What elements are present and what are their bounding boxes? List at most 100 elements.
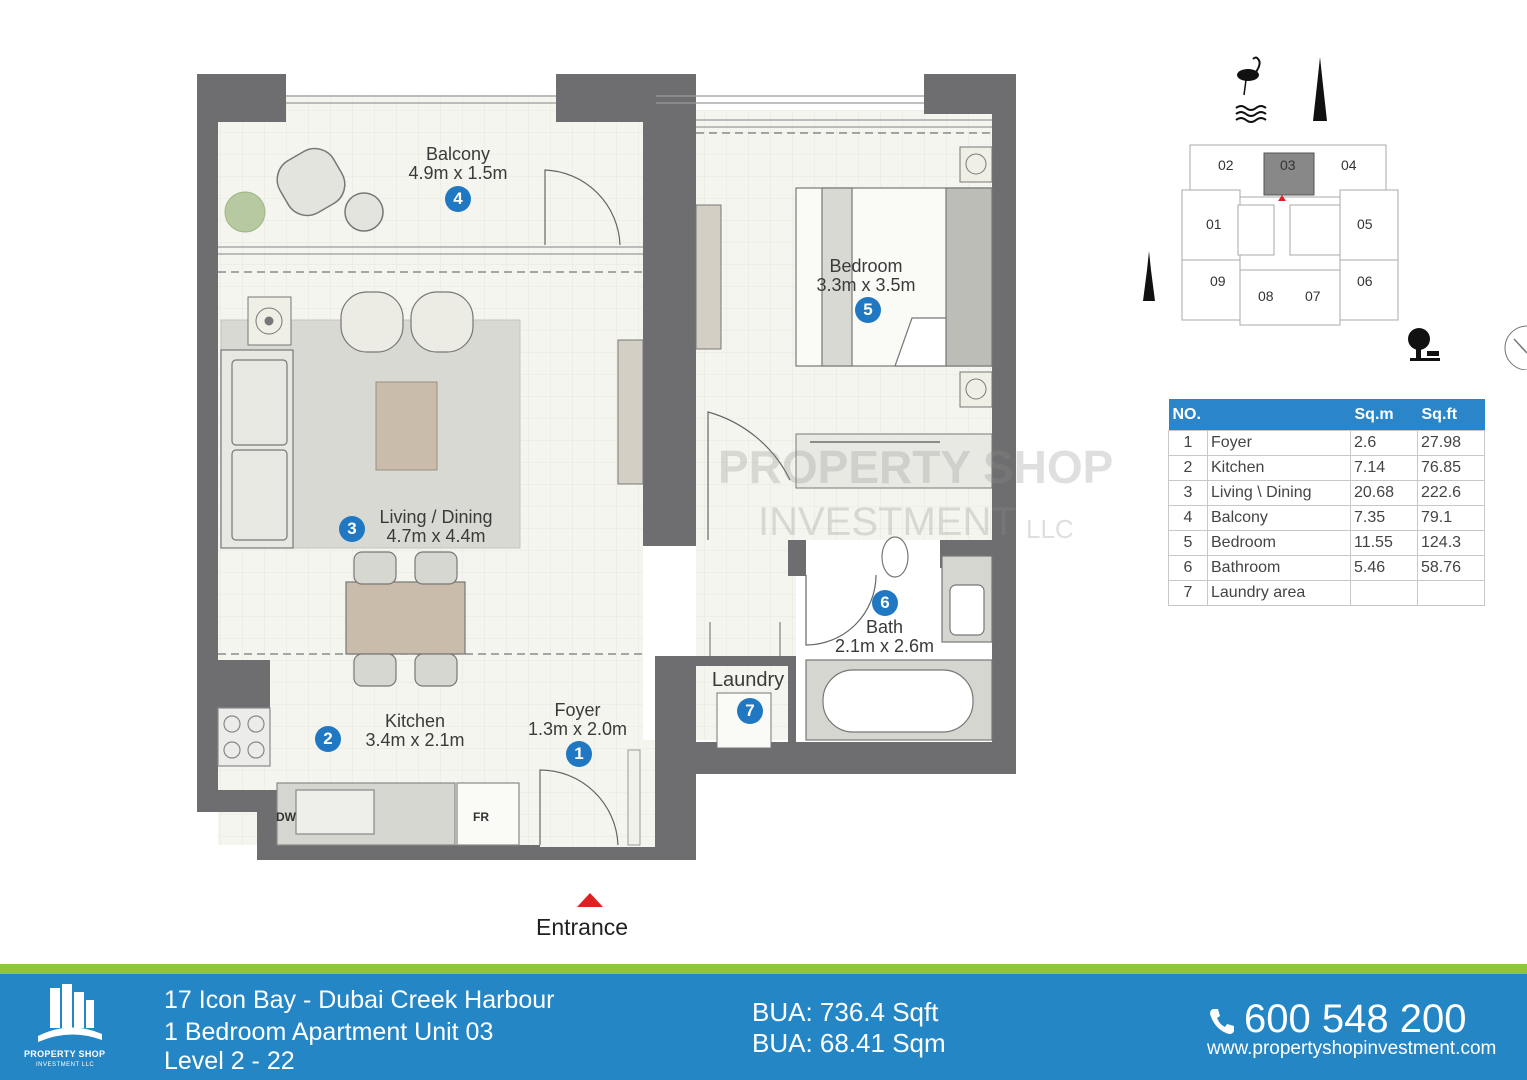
room-name: Bedroom — [829, 256, 903, 276]
key-plan-unit: 02 — [1218, 157, 1234, 173]
cell-sqm: 7.35 — [1350, 505, 1418, 531]
room-badge: 6 — [872, 590, 898, 616]
flamingo-icon — [1237, 56, 1261, 96]
entrance-arrow-icon — [577, 893, 603, 907]
cell-name: Living \ Dining — [1207, 480, 1351, 506]
water-icon — [1235, 105, 1267, 123]
room-label-foyer: Foyer 1.3m x 2.0m — [515, 701, 640, 739]
dining-table-icon — [345, 551, 466, 687]
wardrobe — [795, 433, 993, 489]
unit-title: 1 Bedroom Apartment Unit 03 — [164, 1018, 494, 1046]
cell-sqft: 222.6 — [1417, 480, 1485, 506]
cell-no: 4 — [1168, 505, 1208, 531]
cell-sqm: 7.14 — [1350, 455, 1418, 481]
logo-name: PROPERTY SHOP — [24, 1049, 106, 1059]
project-title: 17 Icon Bay - Dubai Creek Harbour — [164, 986, 555, 1014]
room-badge: 4 — [445, 186, 471, 212]
key-plan-unit: 08 — [1258, 288, 1274, 304]
cell-no: 1 — [1168, 430, 1208, 456]
room-label-living: Living / Dining 4.7m x 4.4m — [366, 508, 506, 546]
bua-sqm: BUA: 68.41 Sqm — [752, 1028, 946, 1058]
table-row: 2 Kitchen 7.14 76.85 — [1168, 455, 1485, 481]
cell-name: Kitchen — [1207, 455, 1351, 481]
table-row: 6 Bathroom 5.46 58.76 — [1168, 555, 1485, 581]
windows — [218, 95, 992, 255]
lamp-icon — [247, 146, 993, 408]
cell-no: 6 — [1168, 555, 1208, 581]
room-size: 4.7m x 4.4m — [386, 526, 486, 546]
table-header: NO. Sq.m Sq.ft — [1168, 399, 1485, 431]
footer-stripe — [0, 964, 1527, 974]
room-badge: 1 — [566, 741, 592, 767]
key-plan-unit: 06 — [1357, 273, 1373, 289]
company-logo-icon — [38, 984, 102, 1042]
cell-sqm — [1350, 580, 1418, 606]
bath-door — [805, 574, 877, 646]
room-badge: 3 — [339, 516, 365, 542]
room-name: Bath — [865, 617, 904, 637]
tree-icon — [1408, 328, 1440, 361]
room-label-balcony: Balcony 4.9m x 1.5m — [393, 145, 523, 183]
entrance-label: Entrance — [536, 914, 629, 940]
room-size: 3.3m x 3.5m — [816, 275, 916, 295]
bua-sqft: BUA: 736.4 Sqft — [752, 997, 939, 1027]
room-label-bedroom: Bedroom 3.3m x 3.5m — [801, 257, 931, 295]
key-plan-unit: 07 — [1305, 288, 1321, 304]
key-plan-unit: 05 — [1357, 216, 1373, 232]
entrance-door — [539, 769, 619, 846]
sofa-icon — [220, 349, 294, 549]
plant-icon — [224, 191, 266, 233]
tower-icon — [1313, 57, 1327, 121]
dishwasher-label: DW — [276, 810, 296, 824]
cell-sqm: 2.6 — [1350, 430, 1418, 456]
watermark-suffix: LLC — [1026, 514, 1074, 544]
cell-sqft — [1417, 580, 1485, 606]
compass-icon — [1504, 325, 1527, 370]
watermark: PROPERTY SHOP — [718, 441, 1114, 493]
fridge-label: FR — [473, 810, 489, 824]
bed-icon — [795, 187, 993, 367]
header-no: NO. — [1168, 399, 1351, 431]
cell-sqft: 76.85 — [1417, 455, 1485, 481]
key-plan — [1143, 56, 1527, 370]
cell-no: 3 — [1168, 480, 1208, 506]
key-plan-unit: 03 — [1280, 157, 1296, 173]
room-name: Foyer — [554, 700, 601, 720]
logo-sub: INVESTMENT LLC — [36, 1062, 95, 1068]
unit-highlight — [1263, 152, 1315, 196]
header-sqft: Sq.ft — [1417, 399, 1485, 431]
bath-fixtures — [805, 536, 993, 741]
level-title: Level 2 - 22 — [164, 1047, 295, 1075]
bedroom-door — [707, 411, 791, 540]
phone-number[interactable]: 600 548 200 — [1244, 997, 1467, 1041]
room-badge: 2 — [315, 726, 341, 752]
key-plan-unit: 01 — [1206, 216, 1222, 232]
tower-icon — [1143, 251, 1155, 301]
header-sqm: Sq.m — [1350, 399, 1418, 431]
room-badge: 5 — [855, 297, 881, 323]
table-row: 1 Foyer 2.6 27.98 — [1168, 430, 1485, 456]
cell-no: 7 — [1168, 580, 1208, 606]
room-name: Kitchen — [384, 711, 446, 731]
cell-sqm: 20.68 — [1350, 480, 1418, 506]
cell-name: Bathroom — [1207, 555, 1351, 581]
cell-sqft: 27.98 — [1417, 430, 1485, 456]
cell-no: 2 — [1168, 455, 1208, 481]
table-row: 3 Living \ Dining 20.68 222.6 — [1168, 480, 1485, 506]
kitchen-counter — [217, 707, 520, 846]
room-size: 2.1m x 2.6m — [834, 636, 935, 656]
coffee-table — [375, 381, 438, 471]
footer: PROPERTY SHOP INVESTMENT LLC 17 Icon Bay… — [0, 974, 1527, 1080]
cell-sqft: 124.3 — [1417, 530, 1485, 556]
laundry-door — [709, 622, 781, 656]
phone-icon — [1210, 1009, 1234, 1034]
table-row: 7 Laundry area — [1168, 580, 1485, 606]
room-badge: 7 — [737, 698, 763, 724]
room-size: 3.4m x 2.1m — [365, 730, 465, 750]
key-plan-unit: 04 — [1341, 157, 1357, 173]
website-link[interactable]: www.propertyshopinvestment.com — [1207, 1038, 1497, 1059]
balcony-door — [544, 169, 621, 246]
cell-no: 5 — [1168, 530, 1208, 556]
cell-sqm: 11.55 — [1350, 530, 1418, 556]
cell-sqft: 58.76 — [1417, 555, 1485, 581]
